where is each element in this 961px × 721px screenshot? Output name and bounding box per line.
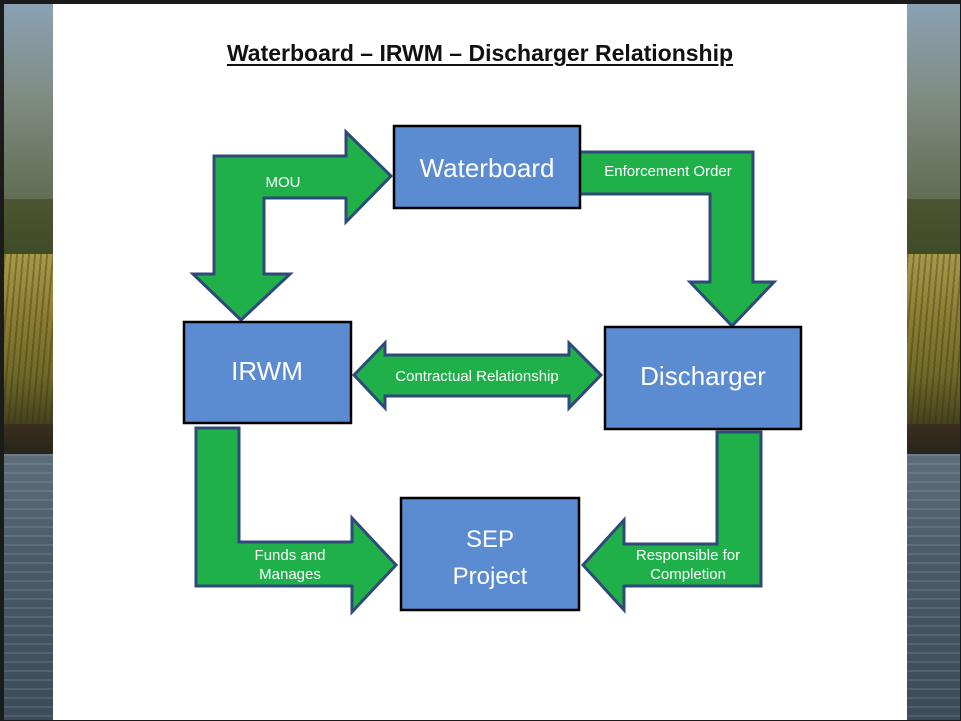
background-photo-right <box>907 4 960 720</box>
responsible-label-line2: Completion <box>650 566 726 583</box>
slide-title: Waterboard – IRWM – Discharger Relations… <box>226 40 734 66</box>
funds-and-manages-label-line2: Manages <box>259 566 321 583</box>
sep-project-box: SEP Project <box>399 496 581 612</box>
responsible-for-completion-arrow <box>580 430 763 614</box>
enforcement-order-arrow <box>576 150 778 329</box>
discharger-box: Discharger <box>603 325 803 431</box>
background-photo-left <box>4 4 53 720</box>
contractual-relationship-label: Contractual Relationship <box>395 368 558 385</box>
mou-label: MOU <box>266 174 301 191</box>
discharger-label: Discharger <box>640 361 766 391</box>
sep-project-label-line2: Project <box>453 563 528 590</box>
funds-and-manages-arrow <box>194 426 399 616</box>
slide: Waterboard – IRWM – Discharger Relations… <box>53 4 907 720</box>
irwm-box: IRWM <box>182 320 353 425</box>
mou-arrow <box>189 128 394 323</box>
sep-project-label-line1: SEP <box>466 526 514 553</box>
enforcement-order-label: Enforcement Order <box>604 163 732 180</box>
relationship-diagram: MOU Enforcement Order Contractual Relati… <box>182 124 803 616</box>
irwm-label: IRWM <box>231 356 303 386</box>
contractual-relationship-arrow <box>351 339 604 412</box>
waterboard-box: Waterboard <box>392 124 582 210</box>
waterboard-label: Waterboard <box>420 153 555 183</box>
funds-and-manages-label-line1: Funds and <box>255 547 326 564</box>
responsible-label-line1: Responsible for <box>636 547 740 564</box>
